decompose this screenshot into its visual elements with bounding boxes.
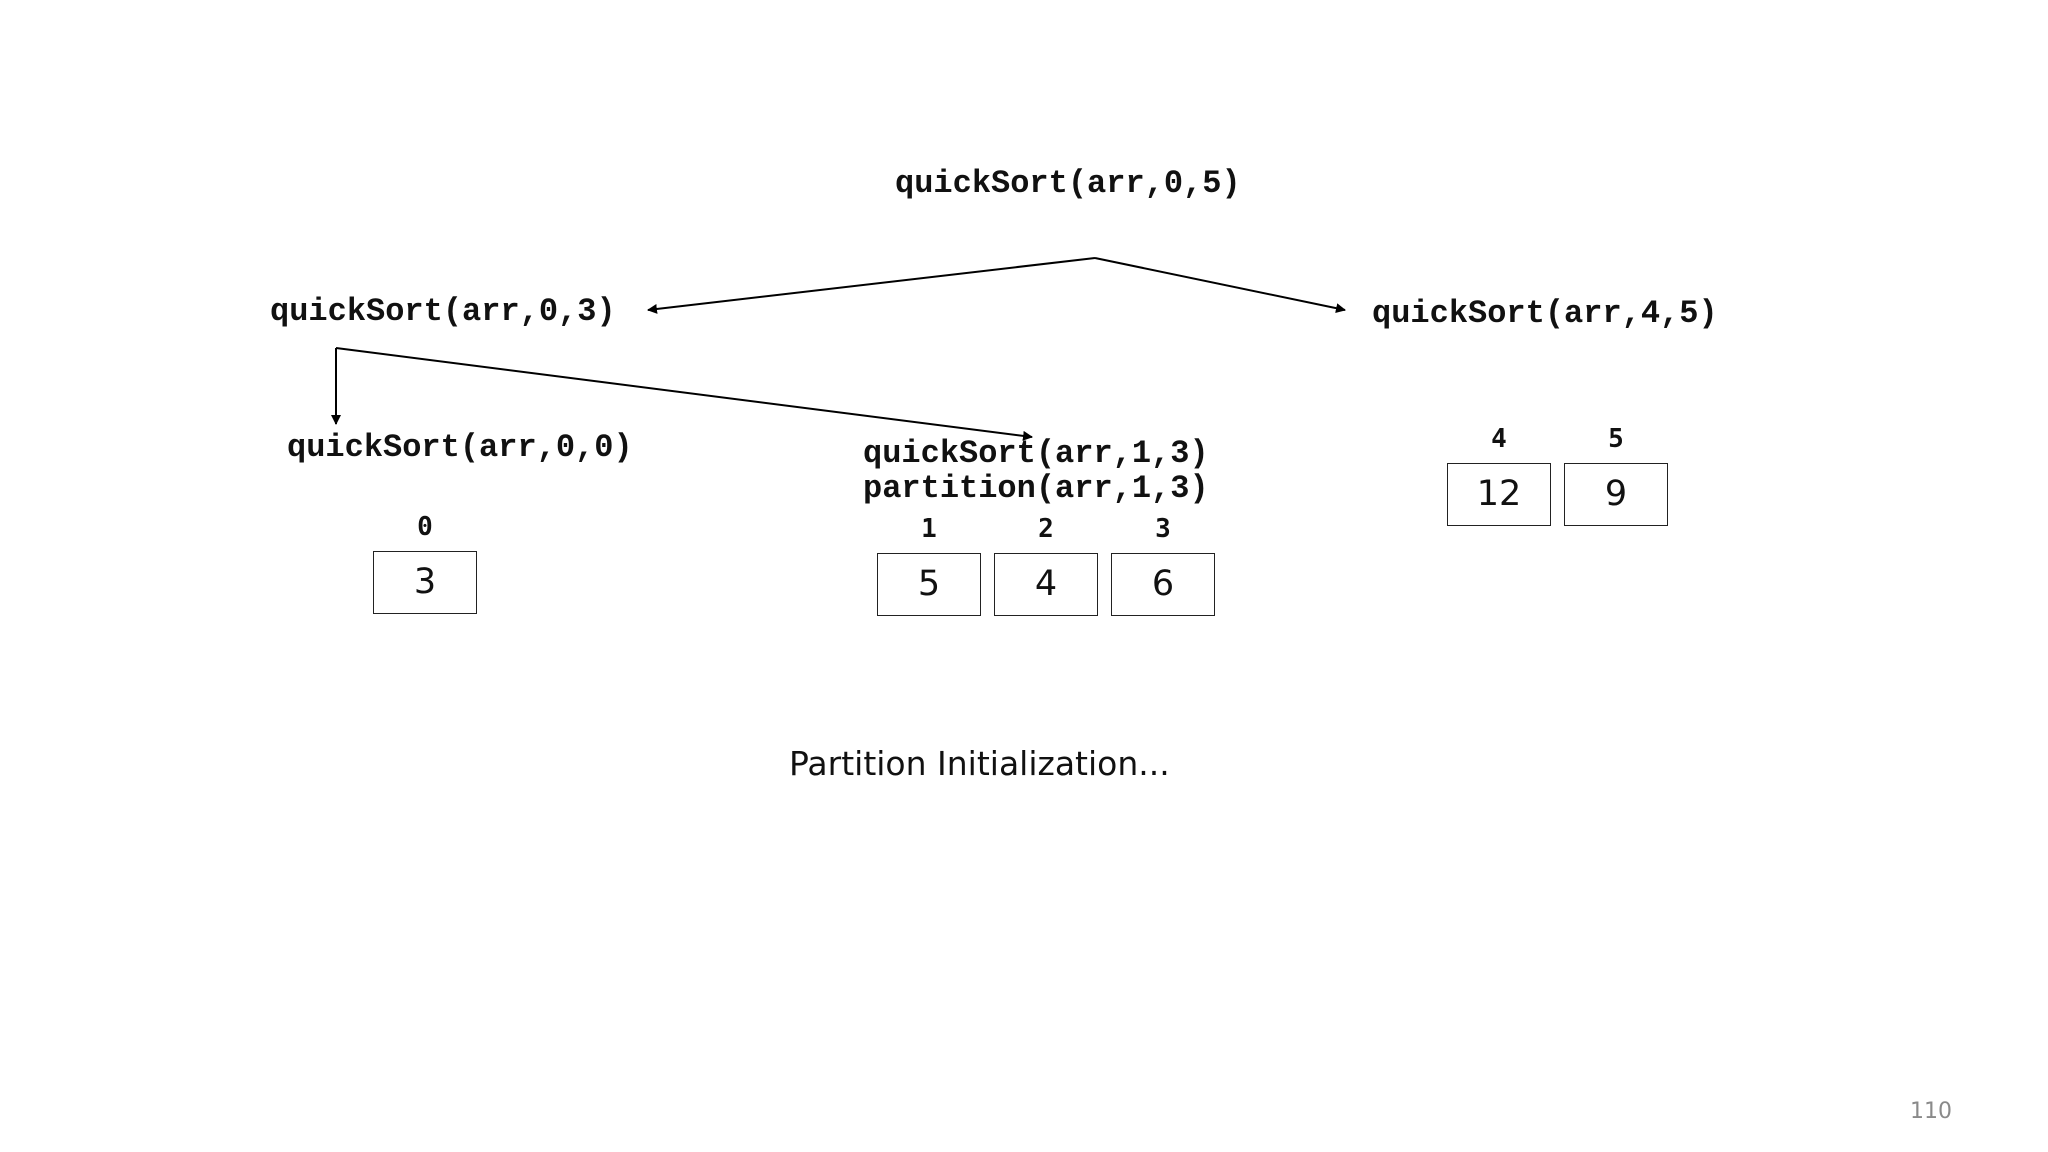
call-left-right: quickSort(arr,1,3) bbox=[863, 435, 1209, 472]
array-index: 1 bbox=[921, 514, 937, 544]
array-cell: 5 bbox=[877, 553, 981, 616]
partition-call: partition(arr,1,3) bbox=[863, 470, 1209, 507]
page-number: 110 bbox=[1910, 1099, 1952, 1124]
arrow-root-to-left bbox=[647, 257, 1096, 314]
array-cell: 12 bbox=[1447, 463, 1551, 526]
array-cell: 3 bbox=[373, 551, 477, 614]
array-index: 2 bbox=[1038, 514, 1054, 544]
array-index: 4 bbox=[1491, 424, 1507, 454]
array-index: 5 bbox=[1608, 424, 1624, 454]
array-index: 0 bbox=[417, 512, 433, 542]
arrow-left-to-left-right bbox=[335, 347, 1033, 441]
array-index: 3 bbox=[1155, 514, 1171, 544]
status-caption: Partition Initialization... bbox=[789, 744, 1170, 783]
array-cell: 4 bbox=[994, 553, 1098, 616]
call-left-left: quickSort(arr,0,0) bbox=[287, 429, 633, 466]
array-cell: 6 bbox=[1111, 553, 1215, 616]
call-right: quickSort(arr,4,5) bbox=[1372, 295, 1718, 332]
call-left: quickSort(arr,0,3) bbox=[270, 293, 616, 330]
arrow-root-to-right bbox=[1094, 257, 1346, 314]
array-cell: 9 bbox=[1564, 463, 1668, 526]
call-root: quickSort(arr,0,5) bbox=[895, 165, 1241, 202]
